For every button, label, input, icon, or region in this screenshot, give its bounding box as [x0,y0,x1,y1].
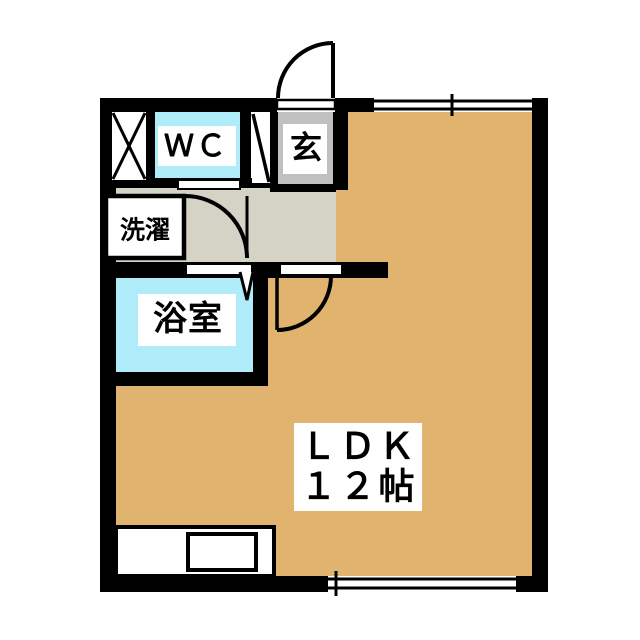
closet-cross-icon [111,112,147,180]
wall-right [532,98,548,592]
wc-label-bg [158,126,236,166]
entrance-door [275,41,337,112]
ldk-label-line1: ＬＤＫ [300,426,417,467]
wall-wc-right [240,112,251,185]
windows [328,94,532,596]
ldk-label-bg [294,423,422,511]
wall-below-entry [270,184,336,192]
wall-bottom-right [516,576,548,592]
bathroom-label: 浴室 [153,299,223,338]
closet-cross-line-b [111,112,147,180]
wc-label: ＷＣ [164,130,228,163]
wall-bath-bottom [100,372,268,386]
wall-closet-wc [146,112,155,185]
bathroom-label-bg [138,294,236,346]
bath-door-leaf [238,271,255,301]
wall-top-ldk-a [348,98,378,112]
laundry-box [103,193,187,261]
wc-door-opening [177,179,241,190]
laundry-box-outline [103,193,187,261]
room-labels: ＷＣ 玄 洗濯 浴室 ＬＤＫ １２帖 [120,124,422,511]
window-top [374,94,532,116]
wall-bottom-left [100,576,312,592]
kitchen-counter [114,525,276,578]
wall-bath-right [253,262,268,386]
entrance-door-threshold [275,98,337,111]
wall-entry-left [270,112,278,184]
kitchen-sink [186,532,258,572]
entry-sliding-diagonal [251,113,271,183]
ldk-label-line2: １２帖 [300,466,417,507]
hall-door [184,194,249,259]
ldk-floor [100,98,548,592]
wall-entry-right [333,112,348,190]
ldk-door-opening [279,263,343,276]
wall-bottom-mid [312,576,328,592]
bath-folding-door [238,271,255,301]
bath-door-opening [185,263,253,276]
entry-sliding-door [251,113,271,183]
ldk-door-swing-arc [276,275,333,332]
ldk-door [275,275,333,332]
laundry-label: 洗濯 [120,217,170,245]
entrance-label: 玄 [290,129,322,165]
window-bottom [328,571,516,596]
doors [103,41,343,578]
entrance-door-swing-arc [276,41,334,99]
entrance-label-bg [283,124,327,174]
